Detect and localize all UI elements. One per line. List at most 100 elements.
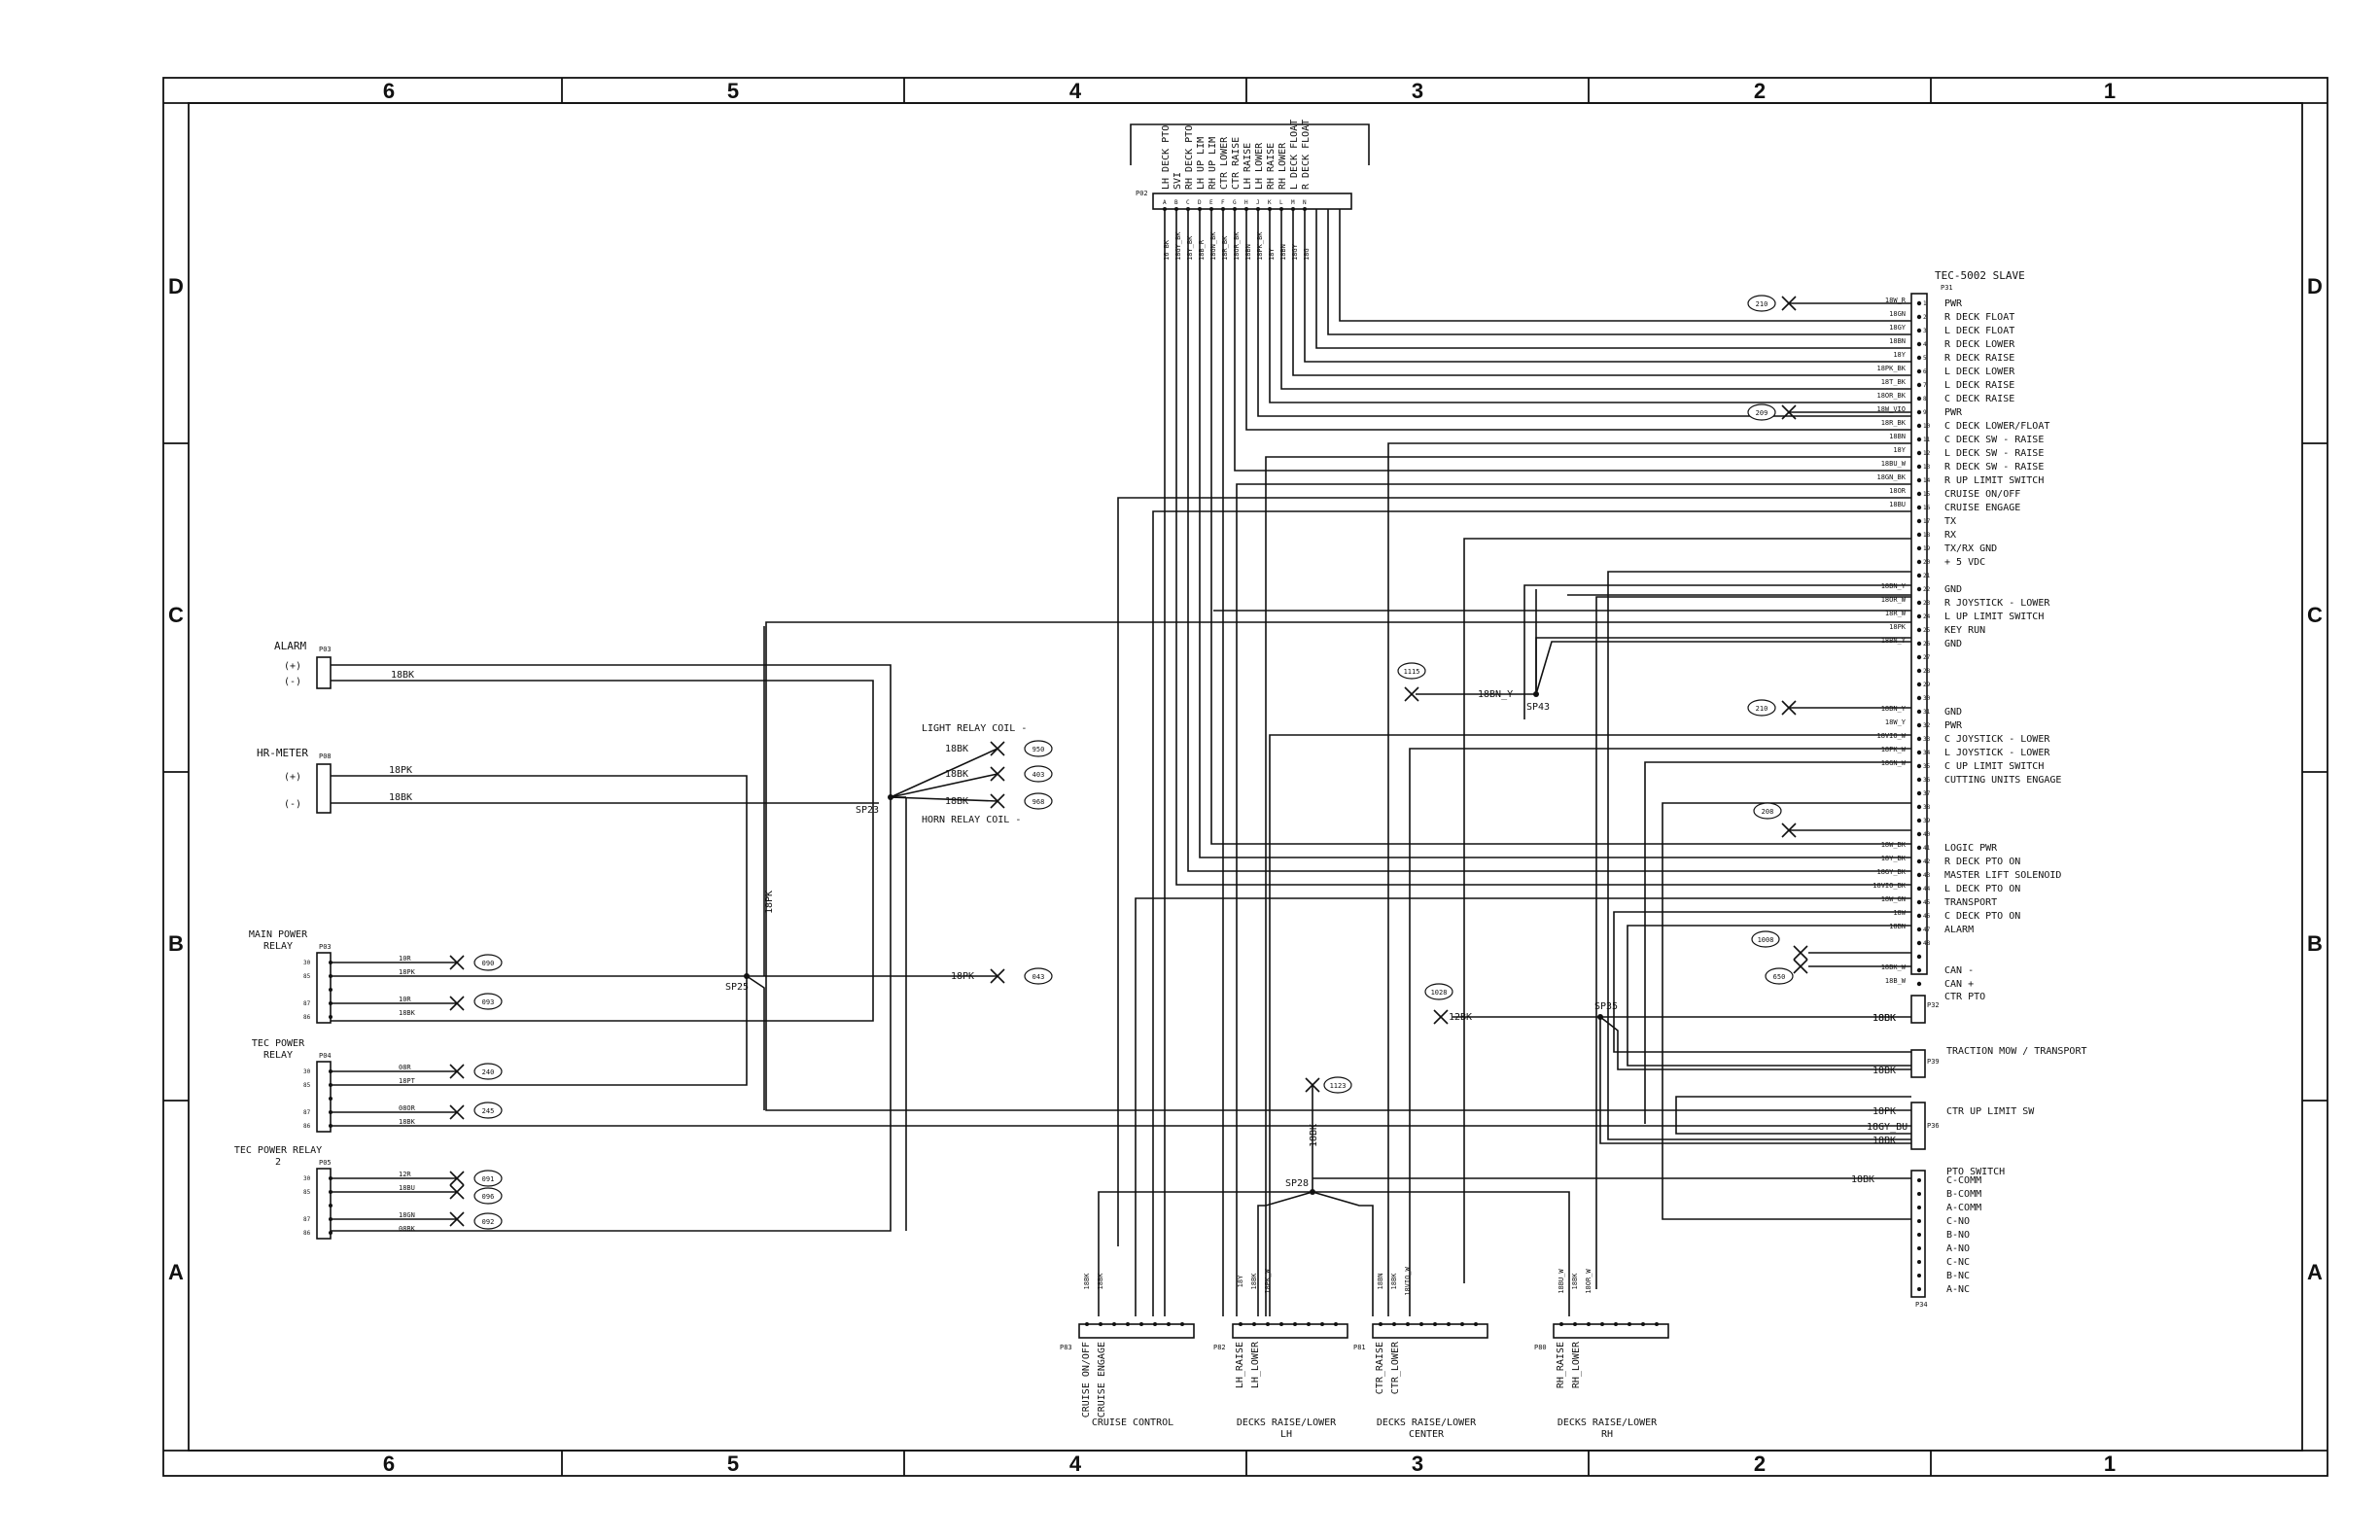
wire-label-mid-coil: 18BK bbox=[945, 769, 968, 780]
tecrelay2-pin: 30 bbox=[303, 1175, 311, 1182]
p02-wire: 18B_R bbox=[1198, 239, 1206, 261]
grid-row-right-b: B bbox=[2307, 931, 2323, 956]
cut-marker bbox=[1433, 1009, 1449, 1025]
p31-pin: 28 bbox=[1923, 668, 1931, 675]
p31-pin-dot bbox=[1916, 750, 1922, 755]
cruise-pin-dot bbox=[1112, 1322, 1116, 1326]
mainrelay-wire: 18PK bbox=[399, 968, 416, 976]
pto-switch-component: P34 PTO SWITCH 18BK C-COMMB-COMMA-COMMC-… bbox=[1851, 1167, 2005, 1309]
tecrelay-name: TEC POWER bbox=[252, 1038, 305, 1049]
ctr-pto-name: CTR PTO bbox=[1944, 992, 1985, 1002]
p02-pin: M bbox=[1291, 199, 1295, 206]
p31-pin: 20 bbox=[1923, 559, 1931, 566]
p02-wire: 18GY_BK bbox=[1174, 231, 1182, 261]
cruise-wire: 18BK bbox=[1097, 1273, 1104, 1290]
p31-pin-dot bbox=[1916, 872, 1922, 878]
rh-pin-dot bbox=[1600, 1322, 1604, 1326]
p31-function: R DECK SW - RAISE bbox=[1944, 462, 2044, 472]
mainrelay-name: MAIN POWER bbox=[249, 929, 308, 940]
p31-pin-dot bbox=[1916, 300, 1922, 306]
reference-bubble-label: 090 bbox=[482, 960, 495, 967]
cruise-name: CRUISE CONTROL bbox=[1092, 1418, 1173, 1428]
p31-pin-dot bbox=[1916, 532, 1922, 538]
grid-row-right-c: C bbox=[2307, 603, 2323, 627]
ctr-pin-dot bbox=[1379, 1322, 1382, 1326]
ctr-wire: 18VIO_W bbox=[1404, 1266, 1412, 1295]
grid-col-top-1: 6 bbox=[383, 79, 395, 103]
cut-marker bbox=[1305, 1077, 1320, 1093]
p31-function: R DECK PTO ON bbox=[1944, 857, 2020, 867]
p02-pin: J bbox=[1256, 199, 1260, 206]
reference-bubble bbox=[1024, 967, 1053, 985]
p31-wire: 18W bbox=[1893, 909, 1906, 917]
cut-marker bbox=[1781, 822, 1797, 838]
p31-pin-dot bbox=[1916, 709, 1922, 715]
tecrelay2-pin-dot bbox=[329, 1217, 332, 1221]
p31-function: PWR bbox=[1944, 720, 1963, 731]
tecrelay2-wire: 18GN bbox=[399, 1211, 415, 1219]
wire-network bbox=[331, 209, 1911, 1316]
grid-col-bottom-1: 6 bbox=[383, 1452, 395, 1476]
pto-switch-pin-dot bbox=[1917, 1192, 1921, 1196]
p31-wire: 18PK_BK bbox=[1876, 365, 1906, 372]
p02-label: LH LOWER bbox=[1254, 142, 1265, 190]
rh-name: RH bbox=[1601, 1429, 1613, 1440]
reference-bubble bbox=[1024, 792, 1053, 810]
tecrelay2-pin-dot bbox=[329, 1231, 332, 1235]
tecrelay-name: RELAY bbox=[263, 1050, 293, 1061]
p31-function: ALARM bbox=[1944, 925, 1974, 935]
p31-pin: 9 bbox=[1923, 409, 1927, 416]
mainrelay-pin-dot bbox=[329, 1001, 332, 1005]
ctr-label: CTR_LOWER bbox=[1390, 1341, 1401, 1394]
traction-component: P39 TRACTION MOW / TRANSPORT 18BK bbox=[1872, 1046, 2087, 1078]
p02-label: SVI bbox=[1172, 172, 1183, 190]
p02-pin: D bbox=[1198, 199, 1202, 206]
p31-pin: 6 bbox=[1923, 368, 1927, 375]
cut-marker bbox=[449, 955, 465, 970]
p31-pin-dot bbox=[1916, 886, 1922, 892]
cruise-label: CRUISE ENGAGE bbox=[1097, 1342, 1107, 1418]
grid-col-bottom-6: 1 bbox=[2104, 1452, 2116, 1476]
reference-bubble-label: 1123 bbox=[1330, 1082, 1347, 1090]
reference-bubble-label: 650 bbox=[1773, 973, 1786, 981]
ctr-pto-id: P32 bbox=[1927, 1001, 1940, 1009]
p31-pin: 14 bbox=[1923, 477, 1931, 484]
p31-function: R DECK RAISE bbox=[1944, 353, 2014, 364]
p02-wire: 18PK_BK bbox=[1256, 231, 1264, 261]
reference-bubble-label: 093 bbox=[482, 998, 495, 1006]
p31-wire: 18BN bbox=[1889, 337, 1906, 345]
p31-pin-dot bbox=[1916, 450, 1922, 456]
cut-markers bbox=[449, 296, 1808, 1227]
pto-switch-pin: C-NC bbox=[1946, 1257, 1970, 1268]
tecrelay2-pin: 86 bbox=[303, 1230, 311, 1237]
tecrelay2-wire: 08BK bbox=[399, 1225, 416, 1233]
reference-bubble bbox=[1753, 802, 1782, 820]
splice-dot bbox=[1310, 1189, 1315, 1195]
rh-label: RH_RAISE bbox=[1556, 1342, 1566, 1388]
p02-wire: 18Y_BK bbox=[1186, 235, 1194, 261]
p02-pin: B bbox=[1174, 199, 1178, 206]
p31-pin-dot bbox=[1916, 899, 1922, 905]
tecrelay-wire: 18PT bbox=[399, 1077, 416, 1085]
rh-pin-dot bbox=[1614, 1322, 1618, 1326]
splice-sp28: SP28 bbox=[1285, 1178, 1309, 1189]
cruise-pin-dot bbox=[1180, 1322, 1184, 1326]
splice-dot bbox=[888, 794, 893, 800]
p31-pin: 25 bbox=[1923, 627, 1931, 634]
p02-pin: E bbox=[1209, 199, 1213, 206]
tecrelay2-wire: 12R bbox=[399, 1171, 411, 1178]
p31-pin: 34 bbox=[1923, 750, 1931, 756]
cut-marker bbox=[449, 996, 465, 1011]
p31-function: TX/RX GND bbox=[1944, 543, 1997, 554]
lh-connector-body bbox=[1232, 1323, 1348, 1339]
reference-bubble bbox=[473, 993, 503, 1010]
connector-p02-body bbox=[1152, 192, 1352, 210]
reference-bubble-label: 245 bbox=[482, 1107, 495, 1115]
p31-pin-dot bbox=[1916, 464, 1922, 470]
p31-pin: 27 bbox=[1923, 654, 1931, 661]
pto-switch-id: P34 bbox=[1915, 1301, 1928, 1309]
reference-bubble bbox=[1397, 662, 1426, 680]
p31-pin: 31 bbox=[1923, 709, 1931, 716]
